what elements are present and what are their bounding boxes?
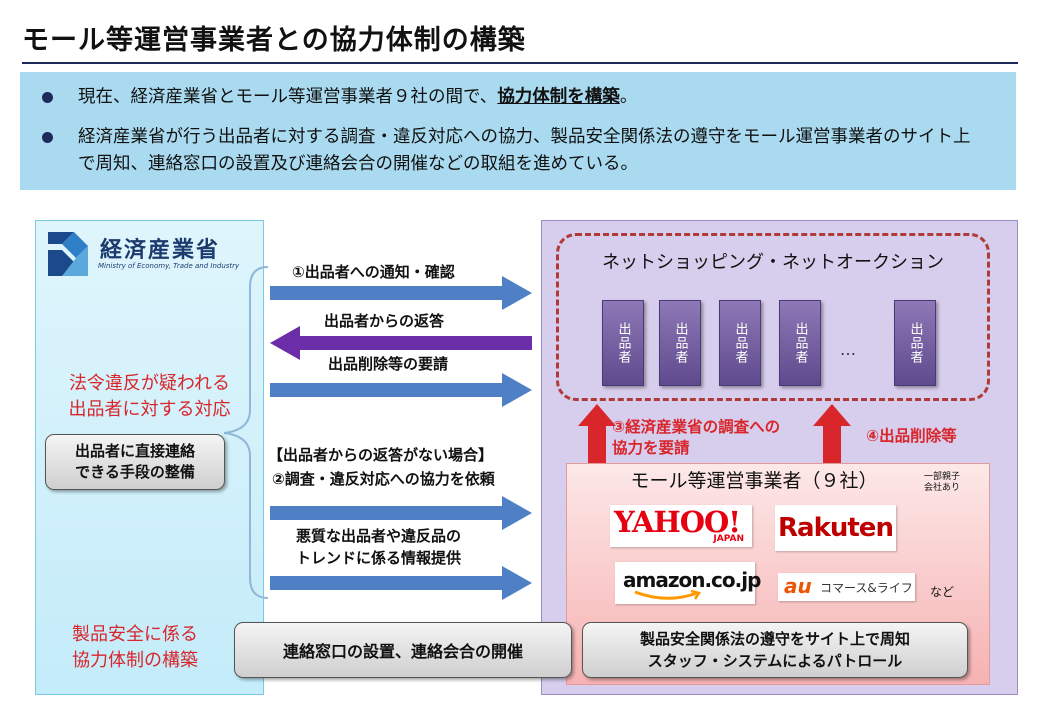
yahoo-logo: YAHOO! JAPAN <box>610 505 752 547</box>
red-arrow-survey <box>578 404 616 464</box>
rakuten-logo: Rakuten <box>775 505 896 551</box>
rakuten-logo-text: Rakuten <box>778 513 894 543</box>
bullet-2-text: 経済産業省が行う出品者に対する調査・違反対応への協力、製品安全関係法の遵守をモー… <box>78 127 971 174</box>
seller-card: 出品者 <box>659 300 701 386</box>
arrow-info-sharing <box>270 566 532 600</box>
au-commerce-logo: au コマース&ライフ <box>778 573 915 601</box>
seller-label: 出品者 <box>615 322 631 364</box>
response-label: 法令違反が疑われる 出品者に対する対応 <box>68 373 231 420</box>
meti-logo-icon <box>48 232 88 276</box>
red-arrows-layer <box>578 404 851 464</box>
yahoo-logo-sub: JAPAN <box>713 534 744 544</box>
mall-note: 一部親子 会社あり <box>924 472 961 493</box>
seller-card: 出品者 <box>894 300 936 386</box>
amazon-logo: amazon.co.jp <box>615 562 761 604</box>
amazon-logo-text: amazon.co.jp <box>623 568 761 592</box>
contact-point-button[interactable]: 連絡窓口の設置、連絡会合の開催 <box>234 622 572 678</box>
bullet-icon <box>42 132 53 143</box>
seller-card: 出品者 <box>779 300 821 386</box>
au-commerce-text: コマース&ライフ <box>820 581 913 595</box>
arrows-layer <box>270 276 532 600</box>
bullet-1-emphasis: 協力体制を構築 <box>497 87 620 107</box>
seller-label: 出品者 <box>792 322 808 364</box>
site-patrol-button[interactable]: 製品安全関係法の遵守をサイト上で周知 スタッフ・システムによるパトロール <box>582 622 968 678</box>
arrow-info-label: 悪質な出品者や違反品の トレンドに係る情報提供 <box>296 527 462 567</box>
seller-label: 出品者 <box>907 322 923 364</box>
amazon-smile-icon <box>634 590 702 600</box>
arrow-cooperation-label: ②調査・違反対応への協力を依頼 <box>272 470 495 488</box>
bullet-icon <box>42 92 53 103</box>
summary-bullet-1: 現在、経済産業省とモール等運営事業者９社の間で、協力体制を構築。 <box>42 84 978 111</box>
title-divider <box>22 62 1018 64</box>
arrow-notify <box>270 276 532 310</box>
page-title: モール等運営事業者との協力体制の構築 <box>22 25 526 56</box>
arrow-removal-label: 出品削除等の要請 <box>328 355 449 373</box>
arrow-notify-label: ①出品者への通知・確認 <box>292 263 455 281</box>
summary-box: 現在、経済産業省とモール等運営事業者９社の間で、協力体制を構築。 経済産業省が行… <box>20 72 1016 190</box>
safety-label: 製品安全に係る 協力体制の構築 <box>72 624 198 671</box>
arrow-reply-label: 出品者からの返答 <box>324 312 445 330</box>
yahoo-logo-text: YAHOO! <box>614 505 741 539</box>
brace-connector <box>223 266 269 599</box>
seller-card: 出品者 <box>719 300 761 386</box>
mall-operators-title: モール等運営事業者（９社） <box>630 470 878 492</box>
net-shopping-box <box>556 233 990 401</box>
meti-english-name: Ministry of Economy, Trade and Industry <box>98 262 240 270</box>
summary-bullet-2: 経済産業省が行う出品者に対する調査・違反対応への協力、製品安全関係法の遵守をモー… <box>42 124 978 178</box>
seller-label: 出品者 <box>672 322 688 364</box>
arrow-removal-request <box>270 373 532 407</box>
seller-card: 出品者 <box>602 300 644 386</box>
seller-ellipsis: … <box>840 340 856 359</box>
direct-contact-button[interactable]: 出品者に直接連絡 できる手段の整備 <box>45 434 225 490</box>
arrow-reply <box>270 326 532 360</box>
seller-label: 出品者 <box>732 322 748 364</box>
etc-label: など <box>930 585 955 599</box>
bullet-1-suffix: 。 <box>619 87 638 107</box>
arrow-no-reply-label: 【出品者からの返答がない場合】 <box>268 446 494 464</box>
red-arrow-removal <box>813 404 851 464</box>
bullet-1-text: 現在、経済産業省とモール等運営事業者９社の間で、 <box>78 87 498 107</box>
removal-label: ④出品削除等 <box>866 427 957 445</box>
net-shopping-title: ネットショッピング・ネットオークション <box>602 252 944 273</box>
au-mark: au <box>784 574 812 598</box>
meti-name: 経済産業省 <box>100 238 221 263</box>
arrow-cooperation-request <box>270 496 532 530</box>
survey-request-label: ③経済産業省の調査への 協力を要請 <box>612 418 781 457</box>
